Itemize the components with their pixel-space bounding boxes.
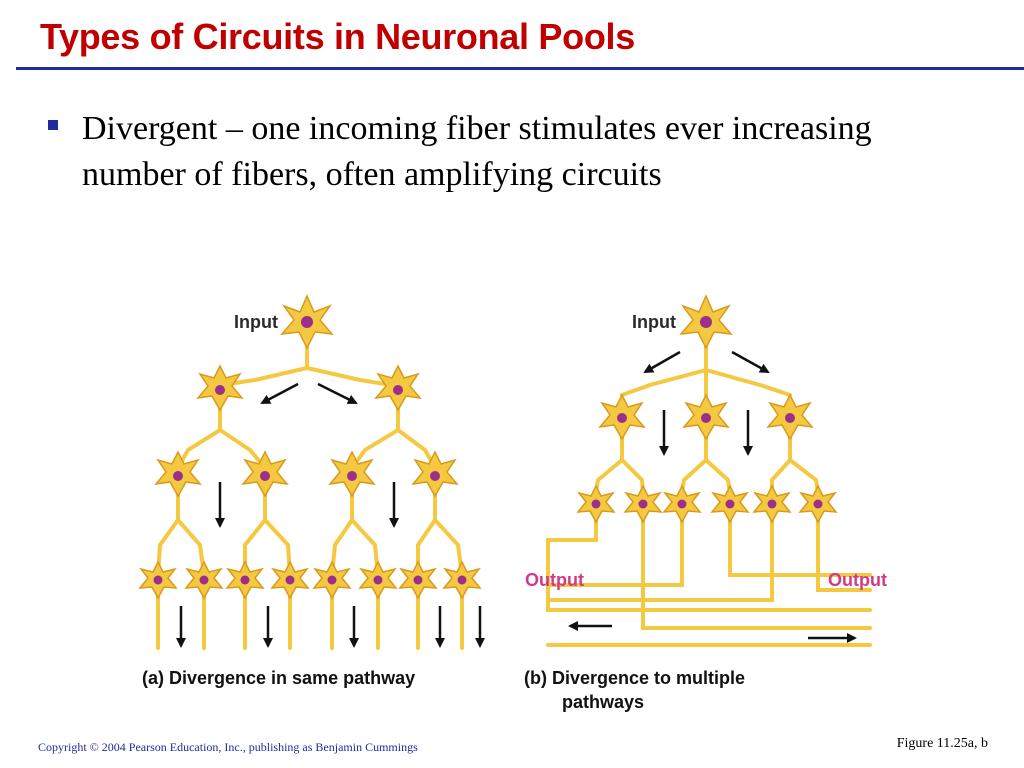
panel-b-output-left: Output <box>525 570 584 590</box>
panel-a-input-label: Input <box>234 312 278 332</box>
neuron-icon <box>623 484 663 524</box>
neuron-icon <box>710 484 750 524</box>
neuron-icon <box>598 393 646 441</box>
panel-a-neurons <box>138 294 482 600</box>
panel-b-fibers <box>546 338 872 647</box>
square-bullet-icon <box>48 120 58 130</box>
slide-title: Types of Circuits in Neuronal Pools <box>40 16 635 57</box>
neuron-icon <box>280 294 334 350</box>
neuron-icon <box>679 294 733 350</box>
neuron-icon <box>196 364 244 412</box>
neuron-icon <box>662 484 702 524</box>
neuron-icon <box>270 560 310 600</box>
neuron-icon <box>411 450 459 498</box>
panel-a-caption: (a) Divergence in same pathway <box>142 668 415 688</box>
title-divider <box>16 67 1024 70</box>
neuron-icon <box>225 560 265 600</box>
neuron-icon <box>241 450 289 498</box>
neuron-icon <box>154 450 202 498</box>
neuron-icon <box>442 560 482 600</box>
panel-b-caption-line2: pathways <box>562 692 644 712</box>
bullet-text: Divergent – one incoming fiber stimulate… <box>82 110 872 193</box>
neuron-icon <box>138 560 178 600</box>
panel-b-input-label: Input <box>632 312 676 332</box>
neuron-icon <box>312 560 352 600</box>
panel-a-arrows <box>176 382 485 648</box>
neuron-icon <box>682 393 730 441</box>
neuron-icon <box>798 484 838 524</box>
panel-a-fibers <box>156 338 464 650</box>
panel-b-arrows <box>568 350 857 643</box>
neuron-icon <box>184 560 224 600</box>
neuron-icon <box>752 484 792 524</box>
neuron-icon <box>328 450 376 498</box>
neuron-icon <box>576 484 616 524</box>
panel-b-output-right: Output <box>828 570 887 590</box>
neuron-icon <box>766 393 814 441</box>
copyright-footer: Copyright © 2004 Pearson Education, Inc.… <box>38 740 418 754</box>
panel-b-caption-line1: (b) Divergence to multiple <box>524 668 745 688</box>
neuron-icon <box>398 560 438 600</box>
neuron-icon <box>374 364 422 412</box>
panel-b-neurons <box>576 294 838 524</box>
figure-reference: Figure 11.25a, b <box>896 736 988 751</box>
neuron-icon <box>358 560 398 600</box>
